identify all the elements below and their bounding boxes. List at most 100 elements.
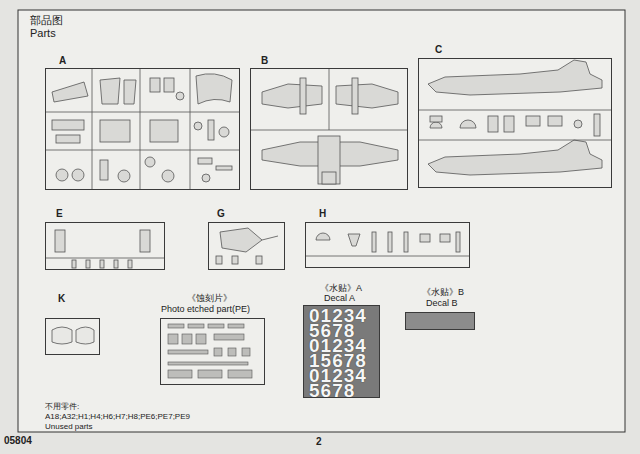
- sprue-h: [316, 233, 330, 240]
- sprue-b: [262, 84, 322, 108]
- sprue-g: [232, 256, 238, 264]
- sprue-a: [164, 78, 174, 92]
- photo-etch-fret: [228, 348, 236, 356]
- decal-number: 01234: [309, 338, 367, 353]
- sprue-k: [52, 327, 72, 344]
- sprue-a: [45, 150, 240, 151]
- sprue-e: [128, 260, 132, 268]
- sprue-label: G: [217, 208, 225, 219]
- sprue-a: [118, 170, 130, 182]
- sprue-a: [145, 157, 155, 167]
- sprue-a: [162, 170, 174, 182]
- sprue-a: [124, 80, 136, 104]
- sprue-label: C: [435, 44, 442, 55]
- sprue-b: [250, 68, 408, 184]
- page-border: [18, 10, 625, 432]
- sprue-a: [150, 120, 178, 142]
- photo-etch-fret: [228, 370, 252, 378]
- sprue-a: [52, 82, 88, 102]
- photo-etch-frame: 《蚀刻片》Photo etched part(PE): [160, 318, 265, 385]
- sprue-label: Decal B: [426, 299, 458, 309]
- sprue-e: [140, 230, 150, 252]
- sprue-h: [305, 256, 470, 257]
- sprue-b: [300, 78, 306, 114]
- photo-etch-fret: [242, 348, 250, 356]
- sprue-e: [55, 230, 65, 252]
- sprue-a: [72, 169, 84, 181]
- sprue-label: 《水贴》A: [320, 284, 362, 294]
- sprue-a: [100, 160, 108, 180]
- sprue-k: [76, 327, 94, 344]
- sprue-label: B: [261, 55, 268, 66]
- decal-sheet: 《水贴》ADecal A0123456780123415678012345678: [303, 305, 380, 398]
- sprue-h: [420, 234, 430, 242]
- photo-etch-fret: [168, 324, 252, 378]
- note-heading: 不用零件:: [45, 403, 79, 412]
- sprue-b: [322, 172, 336, 184]
- decal-number: 01234: [309, 308, 367, 323]
- sprue-frame: C: [418, 58, 612, 188]
- sprue-a: [56, 135, 80, 143]
- sprue-a: [100, 120, 130, 142]
- sprue-c: [504, 116, 514, 132]
- sprue-c: [488, 116, 498, 132]
- decal-number: 5678: [309, 383, 355, 398]
- photo-etch-fret: [214, 334, 244, 340]
- sprue-a: [92, 68, 93, 190]
- sprue-a: [198, 158, 212, 164]
- sprue-c: [418, 60, 612, 175]
- sprue-frame: H: [305, 222, 470, 268]
- sprue-label: 《蚀刻片》: [187, 294, 232, 304]
- sprue-a: [196, 74, 232, 104]
- sprue-label: A: [59, 55, 66, 66]
- sprue-b: [329, 68, 330, 130]
- sprue-a: [216, 166, 232, 170]
- sprue-a: [140, 68, 141, 190]
- sprue-b: [336, 84, 398, 108]
- sprue-a: [45, 68, 240, 190]
- photo-etch-fret: [168, 362, 248, 365]
- sprue-c: [430, 116, 442, 122]
- sprue-label: E: [56, 208, 63, 219]
- sprue-a: [100, 78, 120, 104]
- decal-number: 01234: [309, 368, 367, 383]
- sprue-g: [216, 228, 278, 264]
- sprue-a: [45, 112, 240, 113]
- sprue-b: [250, 130, 408, 131]
- sprue-h: [440, 234, 450, 242]
- page-title-english: Parts: [30, 27, 56, 39]
- sprue-a: [176, 92, 184, 100]
- sprue-e: [72, 260, 76, 268]
- sprue-a: [56, 169, 68, 181]
- sprue-a: [194, 122, 202, 130]
- sprue-frame: G: [208, 222, 285, 270]
- sprue-e: [114, 260, 118, 268]
- sprue-e: [100, 260, 104, 268]
- sprue-c: [594, 114, 600, 136]
- sprue-h: [372, 232, 376, 252]
- sprue-c: [548, 116, 562, 126]
- sprue-k: [52, 327, 94, 344]
- photo-etch-fret: [196, 334, 206, 344]
- sprue-h: [404, 232, 408, 252]
- sprue-a: [52, 120, 84, 130]
- sprue-c: [428, 140, 602, 175]
- sprue-frame: E: [45, 222, 165, 270]
- photo-etch-fret: [182, 334, 192, 344]
- sprue-e: [45, 258, 165, 259]
- photo-etch-fret: [168, 350, 208, 354]
- photo-etch-fret: [198, 370, 222, 378]
- sprue-c: [428, 60, 602, 95]
- sprue-frame: B: [250, 68, 408, 190]
- sprue-a: [202, 174, 210, 182]
- sprue-a: [208, 120, 214, 140]
- sprue-frame: A: [45, 68, 240, 190]
- photo-etch-fret: [228, 324, 244, 328]
- sprue-label: Photo etched part(PE): [161, 305, 250, 315]
- sprue-c: [418, 140, 612, 141]
- photo-etch-fret: [188, 324, 204, 328]
- sprue-g: [256, 256, 262, 264]
- sprue-b: [318, 136, 340, 184]
- decal-number: 5678: [309, 323, 355, 338]
- decal-number: 15678: [309, 353, 367, 368]
